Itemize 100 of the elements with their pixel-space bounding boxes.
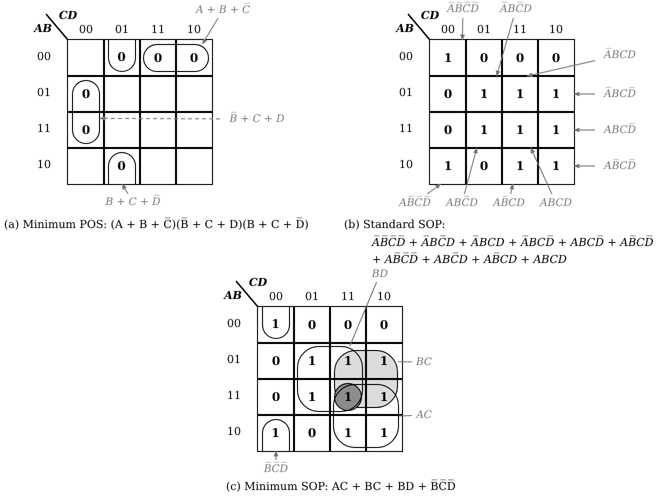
map-cell — [329, 378, 367, 416]
column-header: 00 — [78, 23, 94, 37]
term-label: A + B + C̅ — [186, 2, 260, 18]
variable-label: CD — [248, 276, 268, 290]
term-label: ABCD̅ — [595, 121, 645, 139]
caption: (b) Standard SOP: — [344, 218, 446, 232]
leader-arrow — [509, 183, 514, 194]
cell-value: 1 — [271, 425, 280, 442]
map-cell — [501, 75, 539, 113]
leader-arrow — [526, 60, 596, 78]
map-cell — [537, 75, 575, 113]
cell-value: 0 — [444, 122, 452, 139]
map-cell — [257, 342, 295, 380]
map-cell — [103, 39, 141, 77]
row-header: 11 — [398, 122, 414, 136]
column-header: 01 — [114, 23, 130, 37]
cell-value: 1 — [308, 389, 316, 406]
cell-value: 0 — [154, 50, 162, 67]
cell-value: 1 — [344, 389, 352, 406]
leader-arrow — [496, 18, 514, 77]
cell-value: 1 — [308, 353, 316, 370]
term-label: AB̅CD̅ — [595, 157, 645, 175]
caption: (c) Minimum SOP: AC + BC + BD + B̅C̅D̅ — [226, 480, 457, 494]
map-cell — [67, 75, 105, 113]
cell-value: 1 — [344, 353, 352, 370]
cell-value: 1 — [380, 353, 388, 370]
grouping-loop — [108, 40, 136, 72]
map-cell — [175, 75, 213, 113]
row-header: 10 — [36, 158, 52, 172]
map-cell — [257, 306, 295, 344]
term-label: B̅ + C + D — [220, 111, 294, 127]
cell-value: 1 — [516, 86, 524, 103]
map-cell — [501, 39, 539, 77]
cell-value: 1 — [480, 86, 488, 103]
cell-value: 0 — [272, 353, 280, 370]
map-cell — [329, 342, 367, 380]
map-cell — [429, 111, 467, 149]
map-cell — [365, 306, 403, 344]
cell-value: 0 — [117, 49, 126, 66]
term-label: ABC̅D — [440, 194, 484, 212]
column-header: 11 — [340, 290, 356, 304]
cell-value: 0 — [190, 50, 198, 67]
map-cell — [257, 378, 295, 416]
row-header: 00 — [226, 317, 242, 331]
term-label: B̅C̅D̅ — [258, 460, 294, 478]
term-label: BD — [368, 266, 392, 282]
column-header: 10 — [376, 290, 392, 304]
map-cell — [429, 147, 467, 185]
cell-value: 1 — [516, 158, 524, 175]
cell-value: 1 — [271, 316, 280, 333]
cell-value: 1 — [380, 425, 388, 442]
variable-label: AB — [394, 22, 415, 36]
map-cell — [465, 39, 503, 77]
cell-value: 0 — [308, 317, 316, 334]
row-header: 00 — [398, 50, 414, 64]
cell-value: 1 — [552, 158, 560, 175]
variable-label: AB — [32, 22, 53, 36]
variable-label: AB — [222, 289, 243, 303]
column-header: 11 — [512, 23, 528, 37]
leader-arrow — [426, 184, 442, 194]
leader-line — [398, 414, 412, 416]
map-cell — [175, 111, 213, 149]
leader-arrow — [202, 18, 219, 45]
cell-value: 1 — [444, 158, 452, 175]
cell-value: 0 — [117, 158, 126, 175]
grouping-loop — [72, 80, 100, 144]
column-header: 00 — [268, 290, 284, 304]
map-cell — [501, 147, 539, 185]
map-cell — [465, 147, 503, 185]
leader-arrow — [274, 450, 278, 460]
cell-value: 0 — [82, 86, 90, 103]
column-header: 00 — [440, 23, 456, 37]
map-cell — [465, 111, 503, 149]
cell-value: 0 — [480, 50, 488, 67]
map-cell — [329, 306, 367, 344]
term-label: AB̅CD — [487, 194, 531, 212]
caption: (a) Minimum POS: (A + B + C̅)(B̅ + C + D)(B + C + D̅) — [4, 218, 310, 232]
leader-arrow — [460, 18, 465, 41]
cell-value: 1 — [516, 122, 524, 139]
map-cell — [537, 39, 575, 77]
map-cell — [67, 39, 105, 77]
term-label: AC — [412, 407, 436, 423]
column-header: 11 — [150, 23, 166, 37]
map-cell — [139, 75, 177, 113]
map-cell — [257, 414, 295, 452]
map-cell — [103, 111, 141, 149]
cell-value: 0 — [272, 389, 280, 406]
map-cell — [329, 414, 367, 452]
map-cell — [365, 378, 403, 416]
cell-value: 0 — [516, 50, 524, 67]
cell-value: 0 — [444, 86, 452, 103]
column-header: 01 — [304, 290, 320, 304]
term-label: A̅BCD̅ — [595, 85, 645, 103]
map-cell — [103, 147, 141, 185]
term-label: B + C + D̅ — [96, 194, 170, 210]
map-cell — [67, 111, 105, 149]
row-header: 01 — [36, 86, 52, 100]
term-label: A̅B̅C̅D̅ — [440, 0, 486, 18]
map-cell — [139, 147, 177, 185]
grouping-loop — [108, 152, 136, 184]
